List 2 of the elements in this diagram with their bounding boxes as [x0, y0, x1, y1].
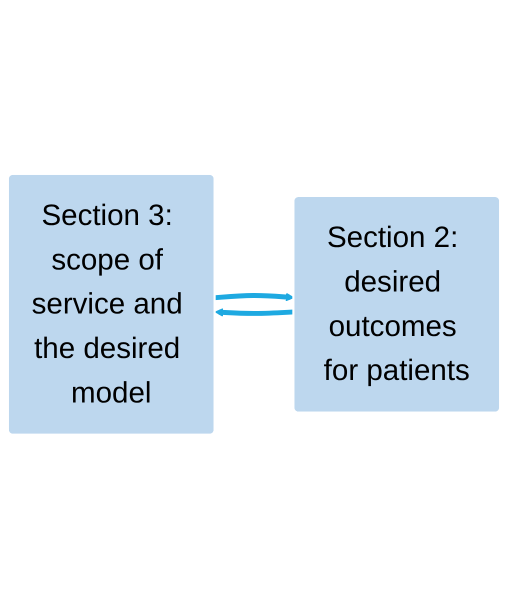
arrow	[214, 292, 294, 302]
arrow	[214, 308, 294, 317]
